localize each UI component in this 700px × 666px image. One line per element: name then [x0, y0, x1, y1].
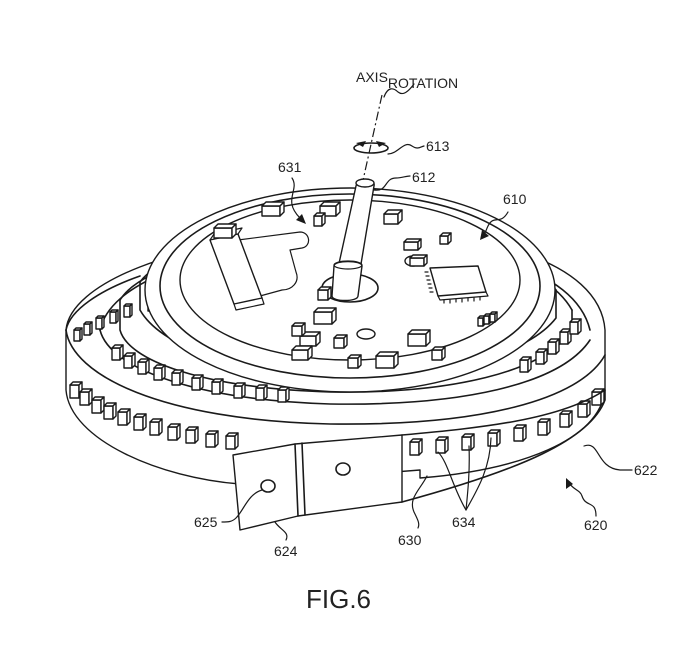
band-element — [123, 303, 133, 318]
band-element — [185, 426, 199, 444]
rotation-indicator: 613 — [353, 138, 450, 155]
board-component — [291, 322, 306, 337]
band-element — [83, 321, 93, 336]
band-element — [109, 309, 119, 324]
band-element — [191, 374, 204, 391]
band-element — [519, 356, 532, 373]
band-element — [487, 429, 501, 447]
board-component — [403, 238, 422, 251]
label-622: 622 — [634, 462, 658, 478]
label-630: 630 — [398, 532, 422, 548]
board-component — [383, 209, 403, 225]
band-element — [225, 432, 239, 450]
label-634: 634 — [452, 514, 476, 530]
board-component — [313, 212, 326, 227]
label-624: 624 — [274, 543, 298, 559]
board-component — [317, 286, 332, 301]
band-element — [461, 433, 475, 451]
band-element — [569, 318, 582, 335]
board-component — [291, 345, 313, 361]
band-element — [73, 327, 83, 342]
band-element — [547, 338, 560, 355]
board-component — [489, 311, 498, 323]
band-element — [79, 388, 93, 406]
label-610: 610 — [503, 191, 527, 207]
board-component — [319, 201, 341, 217]
band-element — [211, 378, 224, 395]
band-element — [103, 402, 117, 420]
band-element — [167, 423, 181, 441]
band-element — [205, 430, 219, 448]
board-component — [375, 351, 399, 369]
band-element — [277, 386, 290, 403]
board-component — [409, 254, 428, 267]
axis-label: AXISROTATION — [356, 69, 458, 91]
band-element — [133, 413, 147, 431]
board-components — [213, 201, 498, 369]
board-component — [213, 223, 237, 239]
board-assembly — [144, 178, 556, 393]
band-element — [111, 344, 124, 361]
board-component — [431, 346, 446, 361]
band-element — [95, 315, 105, 330]
band-element — [149, 418, 163, 436]
leaders: 631 612 610 622 620 634 630 625 624 — [194, 159, 658, 559]
label-631: 631 — [278, 159, 302, 175]
board-component — [439, 232, 452, 245]
band-element — [537, 418, 551, 436]
band-element — [409, 438, 423, 456]
board-component — [407, 329, 431, 347]
band-element — [123, 352, 136, 369]
label-613: 613 — [426, 138, 450, 154]
board-component — [261, 201, 285, 217]
band-front-strip — [232, 389, 606, 531]
band-element — [559, 410, 573, 428]
band-element — [513, 424, 527, 442]
band-element — [117, 408, 131, 426]
band-element — [233, 382, 246, 399]
band-element — [435, 436, 449, 454]
band-element — [91, 396, 105, 414]
band-element — [591, 388, 605, 406]
board-component — [347, 354, 362, 369]
label-625: 625 — [194, 514, 218, 530]
band-element — [255, 384, 268, 401]
band-element — [137, 358, 150, 375]
label-620: 620 — [584, 517, 608, 533]
label-612: 612 — [412, 169, 436, 185]
band-element — [535, 348, 548, 365]
band-element — [153, 364, 166, 381]
figure-caption: FIG.6 — [306, 584, 371, 614]
band-element — [171, 369, 184, 386]
board-component — [313, 307, 337, 325]
board-component — [333, 334, 348, 349]
